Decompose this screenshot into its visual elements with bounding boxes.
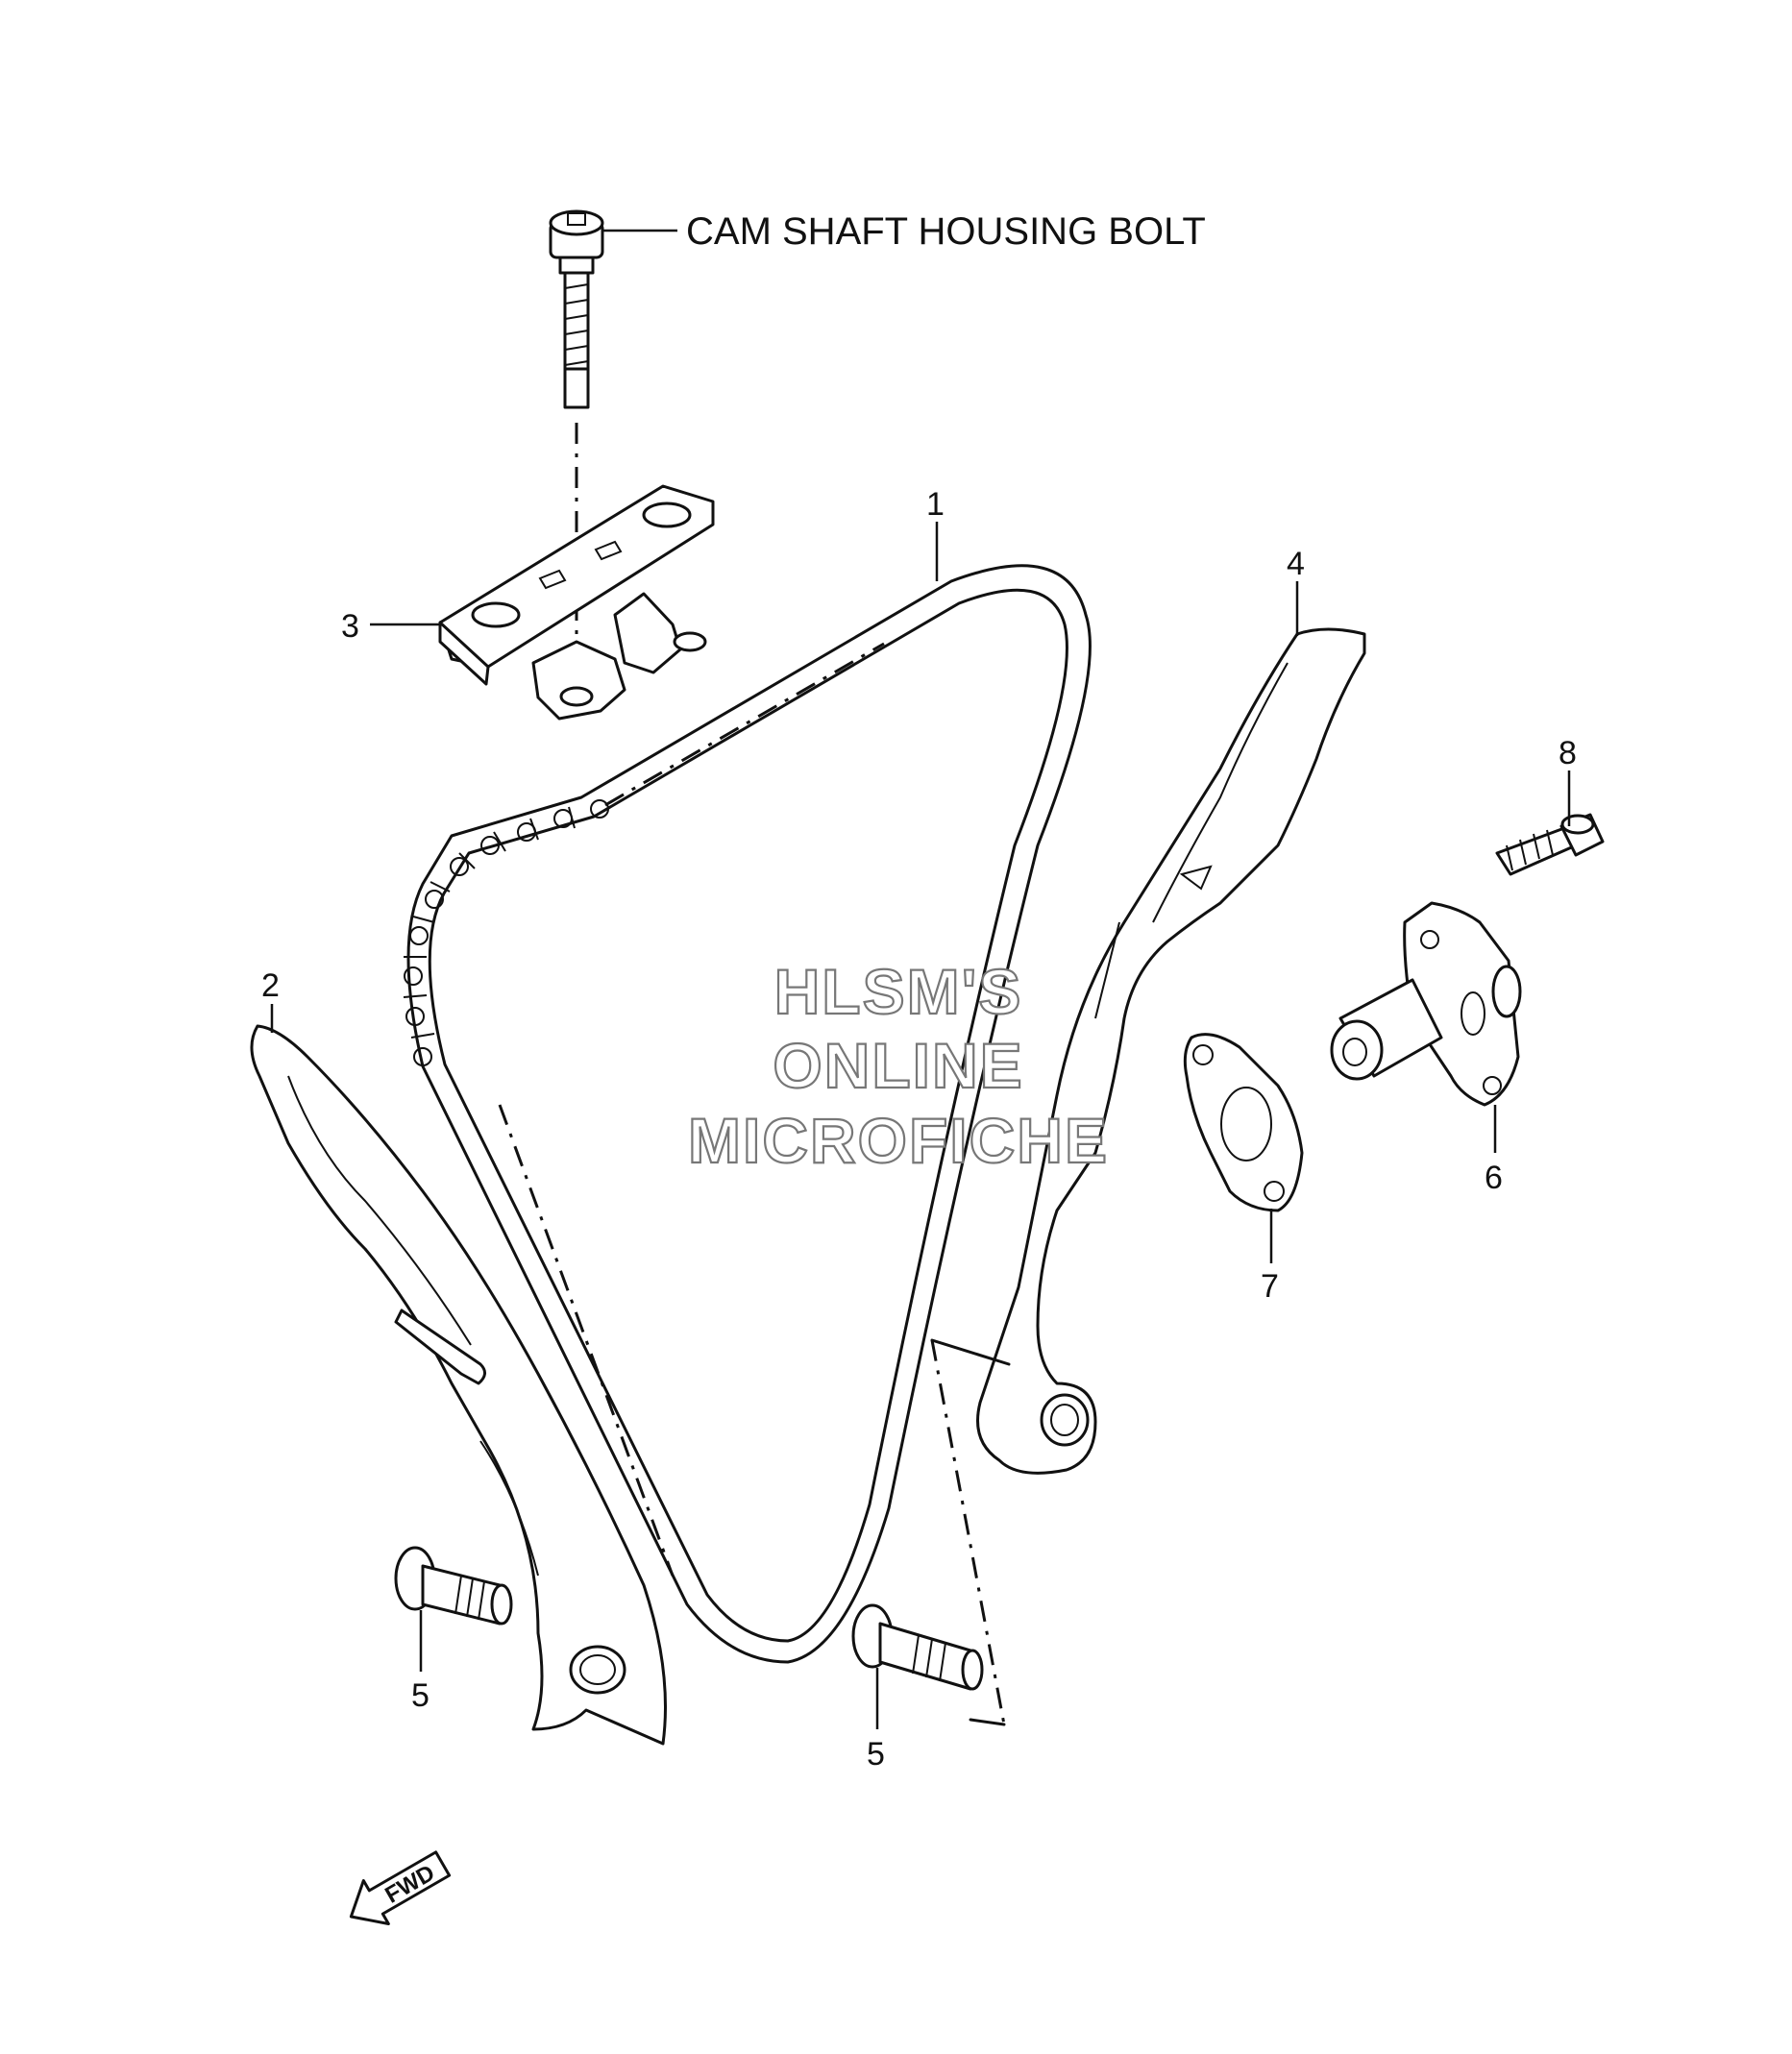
watermark: HLSM'S ONLINE MICROFICHE [687,955,1109,1177]
callout-guide-rear: 4 [1287,546,1305,582]
callout-guide-front: 2 [261,967,280,1004]
callout-bolt-right: 5 [867,1736,885,1773]
tensioner-bolt [1495,813,1605,876]
cam-shaft-housing-bolt-label: CAM SHAFT HOUSING BOLT [686,210,1206,253]
guide-bolt-right [851,1603,984,1691]
guide-bolt-left [394,1546,513,1626]
cam-shaft-housing [438,484,715,721]
callout-tensioner-bolt: 8 [1559,735,1577,771]
callout-bolt-left: 5 [411,1677,430,1714]
callout-tensioner: 6 [1485,1160,1503,1196]
cam-chain [403,564,1092,1664]
cam-shaft-housing-bolt [549,209,604,409]
callout-gasket: 7 [1261,1268,1279,1305]
callout-chain: 1 [926,486,945,523]
watermark-line-1: HLSM'S [774,956,1023,1027]
rear-chain-guide [976,627,1366,1475]
fwd-arrow-icon: FWD [349,1850,452,1926]
watermark-line-2: ONLINE [773,1030,1023,1101]
watermark-line-3: MICROFICHE [688,1105,1109,1176]
callout-housing: 3 [341,608,359,645]
cam-chain-tensioner [1330,901,1522,1107]
tensioner-gasket [1183,1033,1304,1212]
front-chain-guide [250,1024,667,1746]
